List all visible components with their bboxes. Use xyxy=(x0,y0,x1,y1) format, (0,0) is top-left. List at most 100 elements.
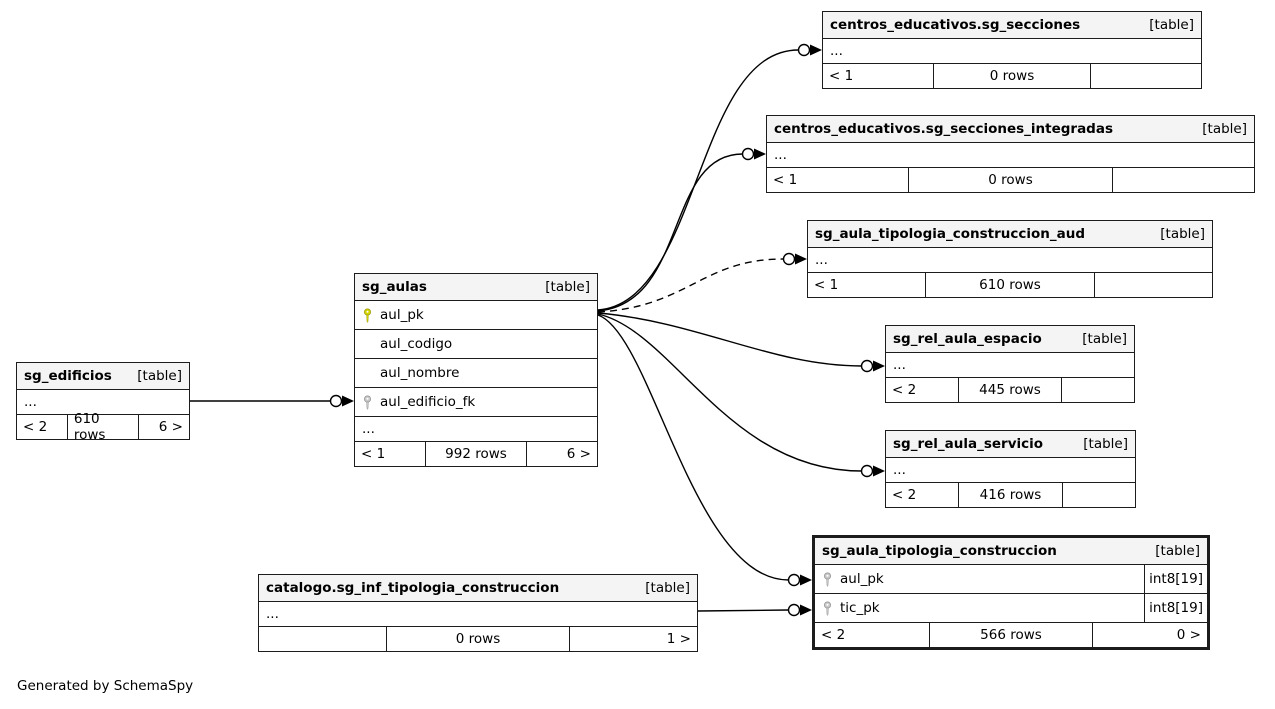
table-sg-aula-tipologia-construccion-aud[interactable]: sg_aula_tipologia_construccion_aud [tabl… xyxy=(807,220,1213,298)
parents-count: < 2 xyxy=(892,487,917,503)
table-name: sg_aula_tipologia_construccion xyxy=(822,543,1057,559)
row-count: 992 rows xyxy=(425,442,527,466)
table-header: sg_aulas [table] xyxy=(355,274,597,301)
row-count: 416 rows xyxy=(958,483,1063,507)
children-count xyxy=(1095,273,1212,297)
column-row: aul_nombre xyxy=(355,359,597,388)
table-header: sg_edificios [table] xyxy=(17,363,189,390)
row-count: 0 rows xyxy=(386,627,570,651)
relation-sg-aulas-sg-secciones-integradas xyxy=(597,147,766,312)
table-tag: [table] xyxy=(1083,436,1128,452)
row-count: 566 rows xyxy=(928,623,1094,647)
columns-ellipsis: ... xyxy=(17,390,189,415)
relation-sg-aulas-sg-aula-tipologia-construccion xyxy=(597,314,812,587)
table-tag: [table] xyxy=(1149,17,1194,33)
parents-count: < 1 xyxy=(361,446,386,462)
row-count: 0 rows xyxy=(932,64,1092,88)
column-row: aul_codigo xyxy=(355,330,597,359)
row-count: 0 rows xyxy=(908,168,1113,192)
columns-ellipsis: ... xyxy=(808,248,1212,273)
children-count: 6 > xyxy=(566,446,591,462)
columns-ellipsis: ... xyxy=(886,458,1135,483)
table-footer: < 1 992 rows 6 > xyxy=(355,442,597,466)
parents-count: < 1 xyxy=(814,277,839,293)
table-header: sg_aula_tipologia_construccion [table] xyxy=(815,538,1207,565)
column-name: aul_pk xyxy=(840,571,884,587)
children-count: 6 > xyxy=(158,419,183,435)
children-count: 1 > xyxy=(666,631,691,647)
generator-note: Generated by SchemaSpy xyxy=(17,678,194,694)
table-footer: 0 rows 1 > xyxy=(259,627,697,651)
table-tag: [table] xyxy=(1082,331,1127,347)
table-tag: [table] xyxy=(1155,543,1200,559)
columns-ellipsis: ... xyxy=(886,353,1134,378)
foreign-key-icon xyxy=(822,572,840,587)
column-row: tic_pk int8[19] xyxy=(815,594,1207,623)
columns-ellipsis: ... xyxy=(259,602,697,627)
table-sg-aula-tipologia-construccion[interactable]: sg_aula_tipologia_construccion [table] a… xyxy=(812,535,1210,650)
parents-count xyxy=(259,627,386,651)
table-name: centros_educativos.sg_secciones_integrad… xyxy=(774,121,1113,137)
column-row: aul_pk xyxy=(355,301,597,330)
relation-sg-aulas-sg-rel-aula-espacio xyxy=(597,312,885,373)
column-name: aul_codigo xyxy=(380,336,453,352)
table-name: centros_educativos.sg_secciones xyxy=(830,17,1081,33)
column-row: aul_pk int8[19] xyxy=(815,565,1207,594)
table-header: sg_rel_aula_servicio [table] xyxy=(886,431,1135,458)
table-sg-rel-aula-espacio[interactable]: sg_rel_aula_espacio [table] ... < 2 445 … xyxy=(885,325,1135,403)
table-sg-aulas[interactable]: sg_aulas [table] aul_pk aul_codigo aul_n… xyxy=(354,273,598,467)
children-count xyxy=(1062,378,1134,402)
children-count xyxy=(1113,168,1254,192)
table-header: sg_aula_tipologia_construccion_aud [tabl… xyxy=(808,221,1212,248)
foreign-key-icon xyxy=(362,395,380,410)
columns-ellipsis: ... xyxy=(355,417,597,442)
table-centros-educativos-sg-secciones[interactable]: centros_educativos.sg_secciones [table] … xyxy=(822,11,1202,89)
foreign-key-icon xyxy=(822,601,840,616)
table-catalogo-sg-inf-tipologia-construccion[interactable]: catalogo.sg_inf_tipologia_construccion [… xyxy=(258,574,698,652)
relation-sg-edificios-sg-aulas xyxy=(190,394,354,408)
table-tag: [table] xyxy=(137,368,182,384)
table-footer: < 2 610 rows 6 > xyxy=(17,411,189,443)
primary-key-icon xyxy=(362,308,380,323)
table-tag: [table] xyxy=(1202,121,1247,137)
table-name: sg_edificios xyxy=(24,368,112,384)
table-tag: [table] xyxy=(1160,226,1205,242)
table-footer: < 2 566 rows 0 > xyxy=(815,623,1207,647)
row-count: 610 rows xyxy=(925,273,1095,297)
table-footer: < 1 0 rows xyxy=(823,64,1201,88)
table-footer: < 2 416 rows xyxy=(886,483,1135,507)
columns-ellipsis: ... xyxy=(767,143,1254,168)
columns-ellipsis: ... xyxy=(823,39,1201,64)
table-name: sg_aulas xyxy=(362,279,427,295)
column-name: aul_edificio_fk xyxy=(380,394,476,410)
column-type: int8[19] xyxy=(1144,565,1207,593)
table-name: sg_rel_aula_servicio xyxy=(893,436,1044,452)
relation-sg-aulas-sg-rel-aula-servicio xyxy=(597,313,885,478)
children-count: 0 > xyxy=(1176,627,1201,643)
table-tag: [table] xyxy=(545,279,590,295)
column-type: int8[19] xyxy=(1144,594,1207,622)
table-header: centros_educativos.sg_secciones_integrad… xyxy=(767,116,1254,143)
parents-count: < 2 xyxy=(23,419,48,435)
table-centros-educativos-sg-secciones-integradas[interactable]: centros_educativos.sg_secciones_integrad… xyxy=(766,115,1255,193)
column-name: aul_pk xyxy=(380,307,424,323)
column-name: aul_nombre xyxy=(380,365,460,381)
table-footer: < 2 445 rows xyxy=(886,378,1134,402)
table-header: sg_rel_aula_espacio [table] xyxy=(886,326,1134,353)
table-name: sg_aula_tipologia_construccion_aud xyxy=(815,226,1086,242)
table-tag: [table] xyxy=(645,580,690,596)
table-footer: < 1 610 rows xyxy=(808,273,1212,297)
row-count: 610 rows xyxy=(66,411,140,443)
children-count xyxy=(1063,483,1135,507)
parents-count: < 1 xyxy=(773,172,798,188)
table-sg-edificios[interactable]: sg_edificios [table] ... < 2 610 rows 6 … xyxy=(16,362,190,443)
relation-catalogo-sg-aula-tipologia-construccion xyxy=(697,603,812,617)
row-count: 445 rows xyxy=(957,378,1063,402)
table-sg-rel-aula-servicio[interactable]: sg_rel_aula_servicio [table] ... < 2 416… xyxy=(885,430,1136,508)
children-count xyxy=(1091,64,1201,88)
relation-sg-aulas-sg-aula-tipologia-construccion-aud xyxy=(597,252,807,313)
table-header: catalogo.sg_inf_tipologia_construccion [… xyxy=(259,575,697,602)
table-name: sg_rel_aula_espacio xyxy=(893,331,1042,347)
column-name: tic_pk xyxy=(840,600,880,616)
